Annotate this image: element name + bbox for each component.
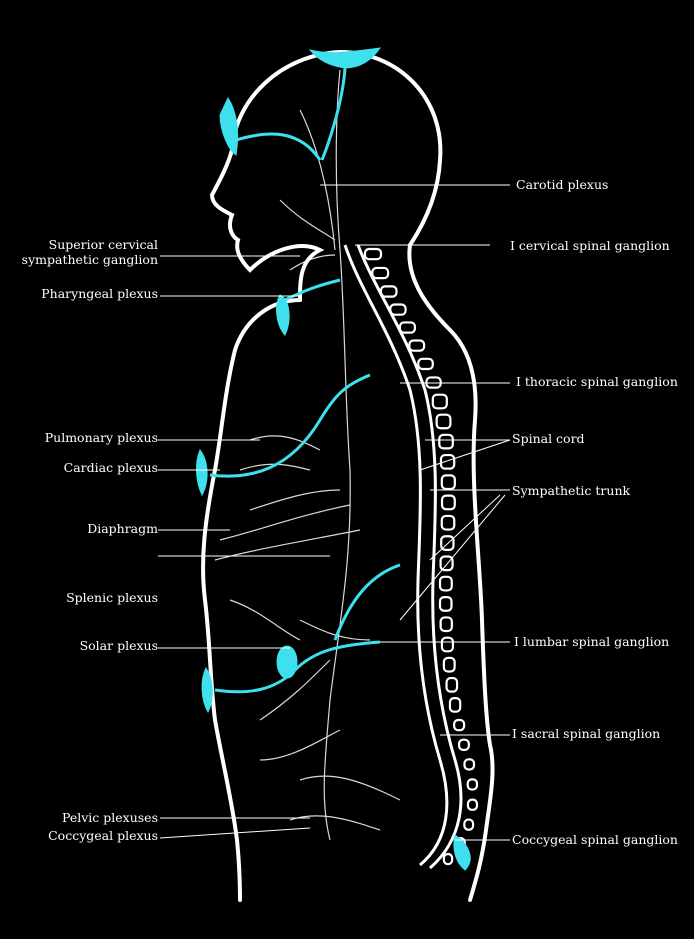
vertebra: [371, 266, 390, 280]
vertebra: [440, 494, 456, 511]
vertebra: [448, 696, 462, 713]
vertebra: [457, 738, 470, 752]
vertebra: [463, 818, 475, 831]
leader-lines: [158, 184, 511, 841]
vertebra: [438, 596, 453, 612]
ciliary-ganglion-shape: [219, 96, 239, 156]
vertebra: [445, 676, 459, 693]
spinal-column: [343, 244, 463, 870]
vertebra: [466, 798, 479, 811]
neck-ganglion-shape: [276, 294, 290, 336]
label-spinal-cord: Spinal cord: [512, 431, 585, 446]
vertebra: [439, 616, 453, 633]
label-splenic-plexus: Splenic plexus: [66, 590, 158, 605]
sympathetic-nerves: [209, 67, 401, 694]
superior-ganglion-shape: [308, 47, 382, 69]
label-coccygeal-spinal-ganglion: Coccygeal spinal ganglion: [512, 832, 678, 847]
label-pelvic-plexuses: Pelvic plexuses: [61, 810, 158, 825]
vertebra: [442, 656, 456, 673]
vertebra: [363, 247, 383, 261]
coccygeal-ganglion-shape: [453, 834, 471, 871]
label-pulmonary-plexus: Pulmonary plexus: [44, 430, 158, 445]
label-pharyngeal-plexus: Pharyngeal plexus: [41, 286, 158, 301]
sympathetic-ganglia: [196, 47, 471, 871]
vertebra: [442, 852, 454, 866]
label-cervical-spinal-ganglion: I cervical spinal ganglion: [510, 238, 670, 253]
body-outline: [201, 49, 495, 902]
vertebra: [440, 535, 455, 551]
vertebra: [438, 575, 453, 592]
vertebra: [453, 718, 466, 732]
vertebra: [440, 514, 456, 531]
label-lumbar-spinal-ganglion: I lumbar spinal ganglion: [514, 634, 670, 649]
vertebra: [417, 357, 434, 371]
vertebra: [379, 285, 398, 298]
label-diaphragm: Diaphragm: [87, 521, 158, 536]
label-line-1: Superior cervical: [48, 237, 158, 252]
vertebra: [408, 339, 426, 352]
vertebra: [439, 555, 454, 572]
nerve-branches: [214, 69, 401, 841]
cardiac-ganglion-shape: [196, 449, 208, 497]
vertebra: [398, 321, 417, 334]
label-line-2: sympathetic ganglion: [21, 252, 158, 267]
label-solar-plexus: Solar plexus: [79, 638, 158, 653]
label-sacral-spinal-ganglion: I sacral spinal ganglion: [512, 726, 661, 741]
label-carotid-plexus: Carotid plexus: [516, 177, 609, 192]
vertebra: [438, 433, 454, 450]
vertebra: [431, 393, 448, 410]
label-sympathetic-trunk: Sympathetic trunk: [512, 483, 631, 498]
vertebra: [440, 474, 456, 491]
vertebra: [389, 303, 407, 316]
label-superior-cervical-ganglion: Superior cervical sympathetic ganglion: [22, 237, 158, 267]
solar-ganglion-shape: [276, 645, 298, 679]
vertebra: [463, 758, 476, 771]
vertebra: [466, 778, 479, 791]
label-coccygeal-plexus: Coccygeal plexus: [48, 828, 158, 843]
vertebra: [435, 413, 452, 430]
label-thoracic-spinal-ganglion: I thoracic spinal ganglion: [516, 374, 678, 389]
label-cardiac-plexus: Cardiac plexus: [63, 460, 158, 475]
vertebra: [439, 453, 456, 470]
vertebra: [440, 636, 455, 653]
abdominal-ganglion-shape: [201, 667, 213, 714]
